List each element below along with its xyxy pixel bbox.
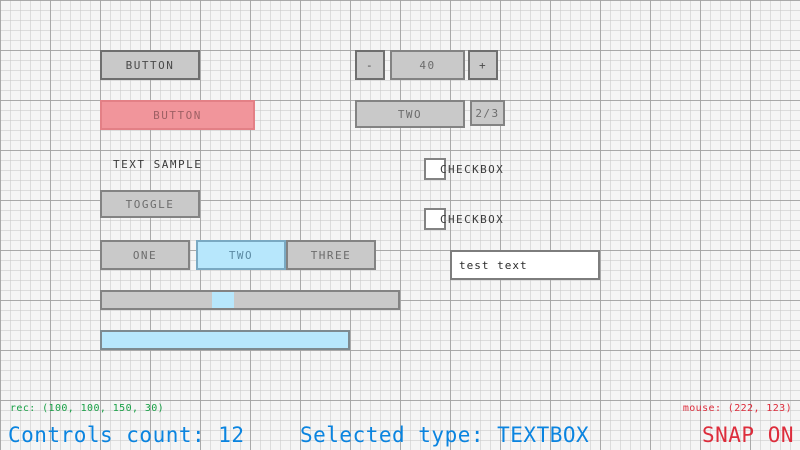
- toggle-group-option-three[interactable]: THREE: [286, 240, 376, 270]
- checkbox-one-label: CHECKBOX: [440, 163, 505, 176]
- button-danger[interactable]: BUTTON: [100, 100, 255, 130]
- checkbox-two[interactable]: [424, 208, 446, 230]
- progress-bar-fill: [102, 332, 348, 348]
- spinner-increment-button[interactable]: +: [468, 50, 498, 80]
- selected-type: Selected type: TEXTBOX: [300, 423, 590, 447]
- button-default[interactable]: BUTTON: [100, 50, 200, 80]
- dropdown-box[interactable]: TWO: [355, 100, 465, 128]
- slider-handle[interactable]: [212, 292, 234, 308]
- checkbox-two-label: CHECKBOX: [440, 213, 505, 226]
- text-sample-label: TEXT SAMPLE: [113, 157, 203, 171]
- checkbox-one[interactable]: [424, 158, 446, 180]
- toggle-group-option-two[interactable]: TWO: [196, 240, 286, 270]
- progress-bar[interactable]: [100, 330, 350, 350]
- textbox[interactable]: test text: [450, 250, 600, 280]
- rec-info: rec: (100, 100, 150, 30): [10, 403, 165, 414]
- spinner-value[interactable]: 40: [390, 50, 465, 80]
- dropdown-index-badge: 2/3: [470, 100, 505, 126]
- snap-state[interactable]: SNAP ON: [701, 423, 794, 447]
- spinner-decrement-button[interactable]: -: [355, 50, 385, 80]
- slider[interactable]: [100, 290, 400, 310]
- toggle-button[interactable]: TOGGLE: [100, 190, 200, 218]
- toggle-group-option-one[interactable]: ONE: [100, 240, 190, 270]
- mouse-info: mouse: (222, 123): [682, 403, 792, 414]
- controls-count: Controls count: 12: [8, 423, 245, 447]
